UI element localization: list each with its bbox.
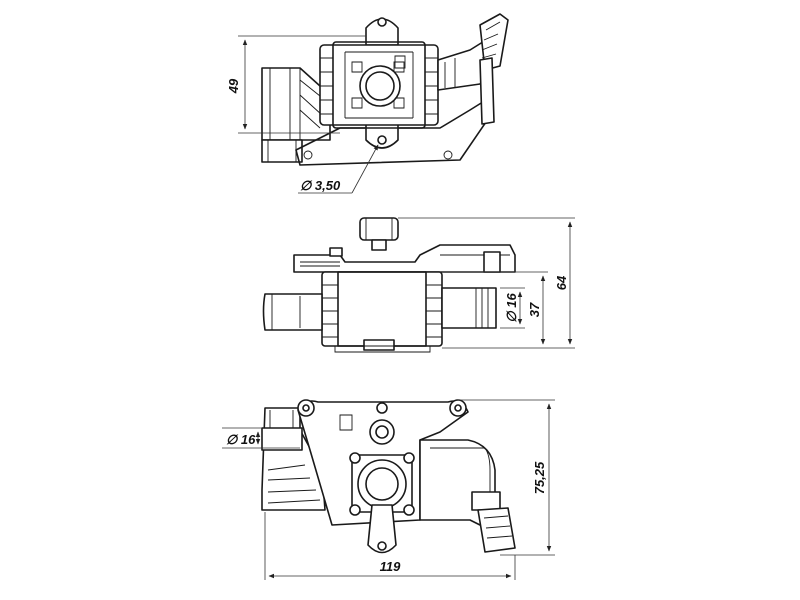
top-left-elbow [261, 67, 331, 163]
dim-label-pipe-right: ∅ 16 [504, 293, 519, 323]
front-left-pipe [262, 293, 323, 331]
front-flange [293, 244, 516, 273]
front-knob [359, 217, 399, 251]
dim-front [398, 217, 575, 349]
top-lug-lower [365, 121, 399, 149]
bottom-view [222, 399, 555, 580]
dim-label-49: 49 [226, 78, 241, 94]
top-right-connector [437, 13, 509, 125]
dim-label-pipe-left: ∅ 16 [226, 432, 256, 447]
dim-label-75-25: 75,25 [532, 461, 547, 494]
dim-label-37: 37 [527, 302, 542, 317]
dim-label-hole-diameter: ∅ 3,50 [300, 178, 341, 193]
front-right-pipe [441, 287, 497, 329]
dim-label-119: 119 [380, 559, 401, 574]
dim-top-height [238, 35, 366, 134]
dim-bottom [222, 399, 555, 580]
top-view [238, 13, 509, 194]
front-main-body [321, 271, 443, 353]
front-view [262, 217, 575, 353]
top-main-body [319, 41, 439, 129]
dim-top-hole [298, 144, 379, 194]
bottom-left-elbow [261, 407, 326, 511]
dim-label-64: 64 [554, 275, 569, 290]
bottom-valve [339, 414, 415, 554]
top-lug-upper [365, 17, 399, 46]
bottom-connector [471, 491, 516, 553]
